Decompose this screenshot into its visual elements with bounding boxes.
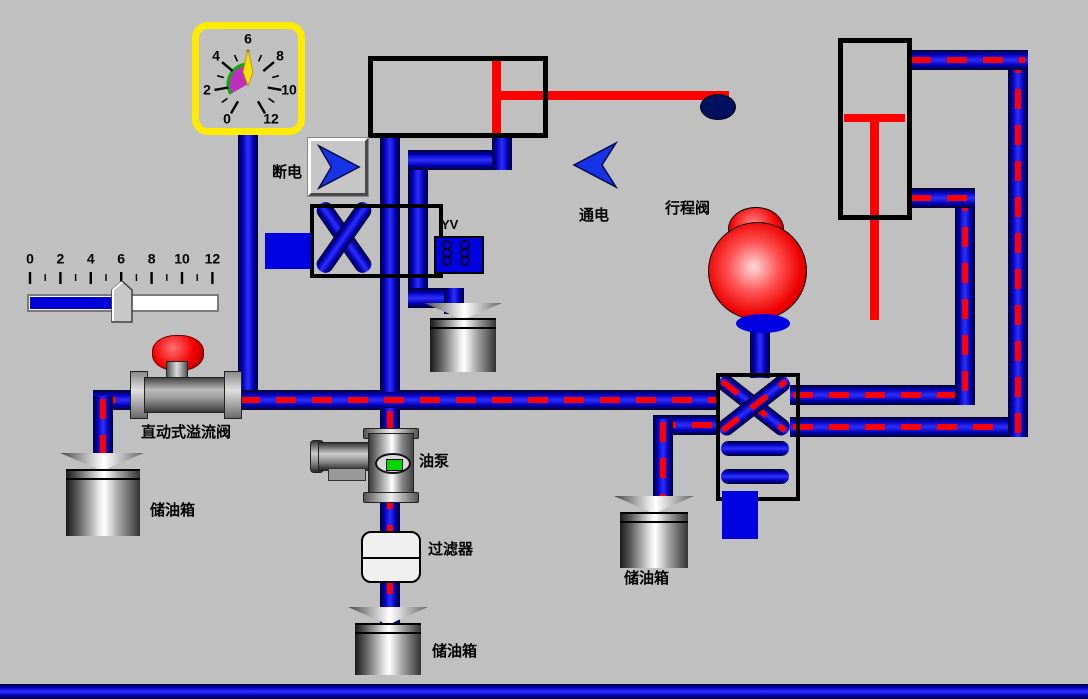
tank-funnel [60, 453, 144, 470]
tank-funnel [614, 496, 694, 513]
gauge-arc [226, 62, 246, 95]
piston-vertical-cylinder [844, 114, 905, 122]
pipe-sphere-stem [750, 328, 770, 378]
slider-label: 8 [148, 251, 156, 267]
gauge-needle [242, 48, 254, 88]
relief-valve-label: 直动式溢流阀 [141, 424, 232, 441]
gauge-minor-ticks [216, 54, 280, 104]
filter-label: 过滤器 [428, 541, 474, 558]
power-on-label: 通电 [579, 207, 610, 224]
pressure-gauge[interactable]: 0 2 4 6 8 10 12 [192, 22, 305, 135]
slider-ticks [28, 272, 214, 284]
gauge-label: 2 [203, 82, 211, 98]
oil-tank-right [620, 512, 688, 568]
solenoid-tag-label: YV [441, 217, 459, 232]
pump-flange [363, 492, 419, 503]
pipe-cyl2-bottom-port [908, 188, 975, 208]
slider-label: 2 [57, 251, 65, 267]
tank-right-label: 储油箱 [624, 570, 670, 587]
pipe-cylinder-right-port [492, 136, 512, 170]
pipe-main-horizontal [93, 390, 720, 410]
piston-horizontal-cylinder [492, 61, 501, 133]
pipe-travelvalve-left-v [653, 419, 673, 504]
filter-divider [363, 557, 419, 559]
relief-valve-flange [224, 371, 242, 419]
travel-valve-bar [721, 469, 789, 484]
slider-fill [30, 297, 122, 309]
bottom-bar [0, 684, 1088, 699]
right-arrow-icon [316, 143, 361, 191]
travel-valve-label: 行程阀 [665, 200, 711, 217]
oil-tank-left [66, 469, 140, 536]
tank-funnel [348, 607, 428, 624]
horizontal-cylinder [368, 56, 548, 138]
slider-label: 4 [87, 251, 95, 267]
travel-valve-actuator [722, 491, 758, 539]
slider-label: 12 [205, 251, 221, 267]
piston-rod-horizontal [501, 91, 729, 100]
left-arrow-icon [572, 141, 619, 189]
slider-label: 10 [174, 251, 190, 267]
tank-funnel [424, 303, 502, 319]
tank-left-label: 储油箱 [150, 502, 196, 519]
power-off-label: 断电 [272, 164, 303, 181]
gauge-dial: 0 2 4 6 8 10 12 [203, 31, 297, 127]
relief-valve-body [144, 377, 236, 413]
travel-valve-box [716, 373, 800, 501]
pump-label: 油泵 [419, 453, 450, 470]
pipe-valve-branch [408, 150, 428, 300]
setpoint-slider: 0 2 4 6 8 10 12 [26, 251, 221, 323]
rod-end-stop [700, 94, 736, 120]
directional-valve-box [310, 204, 443, 278]
pipe-cylinder-jog [408, 150, 512, 170]
oil-tank-middle [430, 318, 496, 372]
solenoid-yv [434, 236, 484, 274]
gauge-label: 12 [263, 111, 279, 127]
pipe-gauge-stem [238, 132, 258, 392]
travel-valve-bar [721, 441, 789, 456]
sphere-base [736, 314, 790, 333]
pipe-left-down [93, 396, 113, 464]
pump-status-light [386, 459, 403, 471]
pipe-right-bottom-v [1008, 50, 1028, 437]
power-off-button[interactable] [307, 137, 369, 197]
travel-valve-sphere [708, 222, 807, 320]
pipe-cyl2-top-port [908, 50, 1028, 70]
filter-body [361, 531, 421, 583]
coil-icon [442, 240, 470, 266]
gauge-label: 4 [212, 48, 220, 64]
tank-bottom-label: 储油箱 [432, 643, 478, 660]
slider-label: 0 [26, 251, 34, 267]
motor-base [328, 468, 366, 481]
oil-tank-bottom [355, 623, 421, 675]
pipe-right-top-v [955, 188, 975, 405]
piston-rod-vertical [870, 120, 879, 320]
vertical-cylinder [838, 38, 912, 220]
pipe-right-top-h [790, 385, 975, 405]
slider-thumb-highlight [112, 281, 123, 321]
gauge-label: 10 [281, 82, 297, 98]
gauge-label: 0 [223, 111, 231, 127]
pipe-riser-upper [380, 136, 400, 392]
slider-label: 6 [117, 251, 125, 267]
gauge-label: 6 [244, 31, 252, 47]
pipe-right-bottom-h [790, 417, 1028, 437]
valve-spring-end [265, 233, 311, 269]
gauge-label: 8 [276, 48, 284, 64]
gauge-major-ticks [214, 50, 282, 115]
